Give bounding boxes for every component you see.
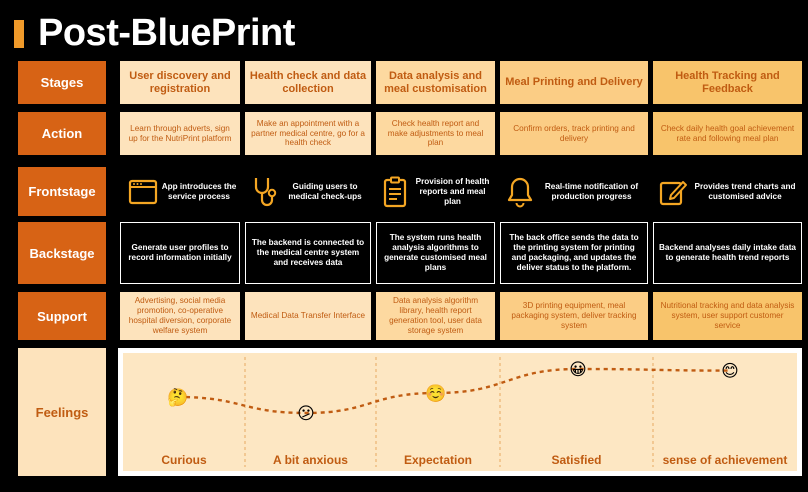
feeling-label: A bit anxious bbox=[273, 453, 348, 467]
clipboard-report-icon bbox=[378, 175, 412, 209]
feeling-label: Expectation bbox=[403, 453, 472, 467]
emotion-point-emoji: 🤔 bbox=[167, 388, 188, 407]
backstage-cell: Generate user profiles to record informa… bbox=[120, 222, 240, 284]
backstage-cell: Backend analyses daily intake data to ge… bbox=[653, 222, 802, 284]
emotion-point-emoji: 😕 bbox=[297, 404, 315, 423]
frontstage-cell: Real-time notification of production pro… bbox=[503, 172, 648, 212]
emotion-point-emoji: ☺️ bbox=[425, 384, 446, 403]
support-cell: 3D printing equipment, meal packaging sy… bbox=[500, 292, 648, 340]
stethoscope-icon bbox=[248, 175, 282, 209]
row-label-frontstage: Frontstage bbox=[18, 167, 106, 216]
backstage-cell: The back office sends the data to the pr… bbox=[500, 222, 648, 284]
frontstage-text: Guiding users to medical check-ups bbox=[288, 182, 362, 201]
feeling-label: Satisfied bbox=[551, 453, 602, 467]
support-cell: Data analysis algorithm library, health … bbox=[376, 292, 495, 340]
frontstage-text: Real-time notification of production pro… bbox=[544, 182, 639, 201]
frontstage-cell: Provides trend charts and customised adv… bbox=[656, 172, 802, 212]
title-accent-bar bbox=[14, 20, 24, 48]
emotion-point-emoji: 😀 bbox=[569, 360, 587, 379]
feeling-label: Curious bbox=[161, 453, 207, 467]
row-label-support: Support bbox=[18, 292, 106, 340]
frontstage-cell: App introduces the service process bbox=[126, 172, 240, 212]
edit-pencil-icon bbox=[656, 175, 690, 209]
action-cell: Check daily health goal achievement rate… bbox=[653, 112, 802, 155]
row-label-feelings: Feelings bbox=[18, 348, 106, 476]
stage-cell: Health Tracking and Feedback bbox=[653, 61, 802, 104]
action-cell: Make an appointment with a partner medic… bbox=[245, 112, 371, 155]
feeling-label: sense of achievement bbox=[662, 453, 788, 467]
frontstage-text: Provides trend charts and customised adv… bbox=[694, 182, 796, 201]
stage-cell: User discovery and registration bbox=[120, 61, 240, 104]
support-cell: Nutritional tracking and data analysis s… bbox=[653, 292, 802, 340]
emotion-point-emoji: 😊 bbox=[721, 362, 739, 381]
action-cell: Check health report and make adjustments… bbox=[376, 112, 495, 155]
emotion-curve-area: 🤔 😕 ☺️ 😀 😊 Curious A bit anxious Expectation Sa… bbox=[123, 353, 797, 471]
support-cell: Medical Data Transfer Interface bbox=[245, 292, 371, 340]
stage-cell: Health check and data collection bbox=[245, 61, 371, 104]
emotion-curve-chart: 🤔 😕 ☺️ 😀 😊 bbox=[167, 357, 739, 467]
backstage-cell: The backend is connected to the medical … bbox=[245, 222, 371, 284]
row-label-stages: Stages bbox=[18, 61, 106, 104]
feelings-panel: 🤔 😕 ☺️ 😀 😊 Curious A bit anxious Expectation Sa… bbox=[118, 348, 802, 476]
frontstage-cell: Guiding users to medical check-ups bbox=[248, 172, 370, 212]
support-cell: Advertising, social media promotion, co-… bbox=[120, 292, 240, 340]
action-cell: Learn through adverts, sign up for the N… bbox=[120, 112, 240, 155]
row-label-action: Action bbox=[18, 112, 106, 155]
emotion-curve-line bbox=[177, 367, 731, 415]
frontstage-text: Provision of health reports and meal pla… bbox=[415, 177, 490, 206]
action-cell: Confirm orders, track printing and deliv… bbox=[500, 112, 648, 155]
bell-icon bbox=[503, 175, 537, 209]
page-title: Post-BluePrint bbox=[38, 12, 295, 54]
backstage-cell: The system runs health analysis algorith… bbox=[376, 222, 495, 284]
frontstage-cell: Provision of health reports and meal pla… bbox=[378, 172, 495, 212]
frontstage-text: App introduces the service process bbox=[161, 182, 237, 201]
row-label-backstage: Backstage bbox=[18, 222, 106, 284]
stage-cell: Data analysis and meal customisation bbox=[376, 61, 495, 104]
browser-window-icon bbox=[126, 175, 160, 209]
stage-cell: Meal Printing and Delivery bbox=[500, 61, 648, 104]
